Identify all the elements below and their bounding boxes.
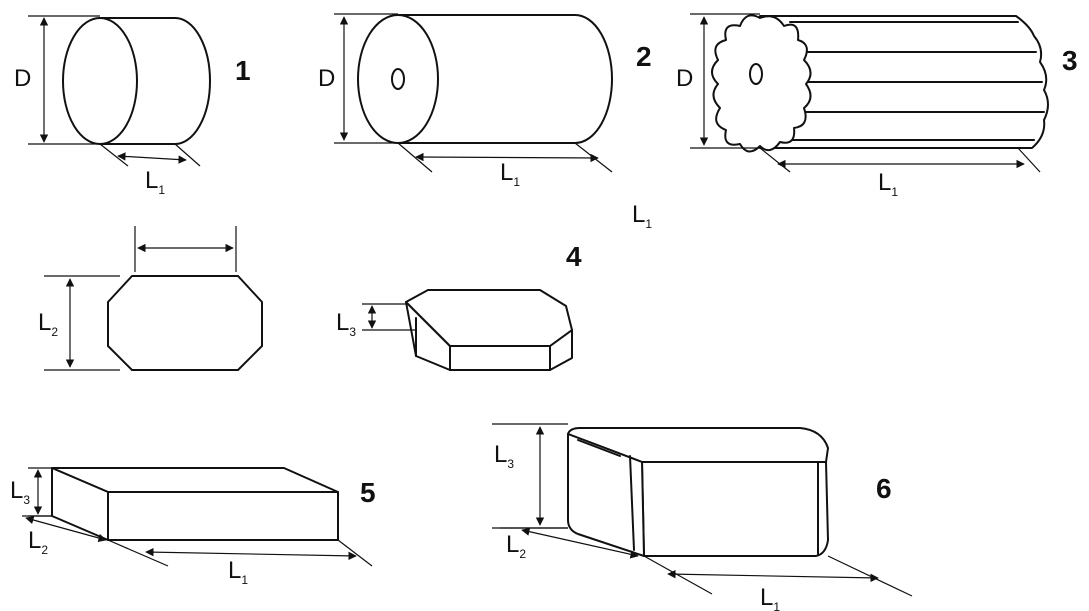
shape-1-d-label: D <box>14 65 31 92</box>
shape-6-number: 6 <box>876 473 892 504</box>
shape-5-number: 5 <box>360 477 376 508</box>
shape-2-number: 2 <box>636 41 652 72</box>
shape-6-l3-label: L3 <box>494 441 514 471</box>
shape-3-fluted-cylinder: D L1 3 <box>676 13 1078 199</box>
shape-2-cylinder-hollow: D L1 2 <box>318 13 652 189</box>
stray-l1-label: L1 <box>632 201 652 231</box>
shape-4-l3-label: L3 <box>336 309 356 339</box>
shape-1-cylinder: D L1 1 <box>14 15 251 197</box>
shape-6-l1-label: L1 <box>760 584 780 611</box>
shape-3-number: 3 <box>1062 45 1078 76</box>
shape-4-number: 4 <box>566 241 582 272</box>
shape-5-l2-label: L2 <box>28 527 48 557</box>
shape-4-octagon-plan: L2 <box>38 226 263 371</box>
shape-2-d-label: D <box>318 65 335 92</box>
shape-4-octagon-solid: L3 4 <box>336 241 582 371</box>
shape-3-d-label: D <box>676 65 693 92</box>
shape-2-l1-label: L1 <box>500 159 520 189</box>
shape-1-l1-label: L1 <box>145 167 165 197</box>
shape-1-number: 1 <box>235 55 251 86</box>
shape-5-l1-label: L1 <box>228 557 248 587</box>
shape-6-rounded-block: L3 L2 L1 6 <box>492 423 913 611</box>
shape-5-l3-label: L3 <box>10 477 30 507</box>
shape-4-l2-label: L2 <box>38 309 58 339</box>
shape-3-l1-label: L1 <box>878 169 898 199</box>
shape-6-l2-label: L2 <box>506 531 526 561</box>
shape-5-flat-plate: L3 L2 L1 5 <box>10 467 376 587</box>
